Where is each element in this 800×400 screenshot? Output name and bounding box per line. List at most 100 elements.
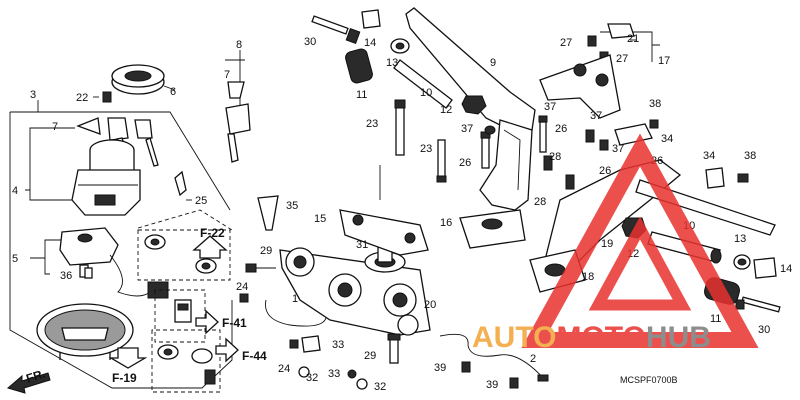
ignition-group <box>6 50 251 394</box>
watermark: AUTOMOTOHUB <box>472 133 759 354</box>
fuel-cap <box>36 303 134 360</box>
callout-10a: 10 <box>420 87 432 99</box>
callout-16: 16 <box>440 217 452 229</box>
clamp-16 <box>459 209 526 249</box>
watermark-hub: HUB <box>646 321 711 354</box>
ref-f44: F-44 <box>242 349 267 363</box>
callout-30a: 30 <box>304 36 316 48</box>
grommet-2 <box>195 258 217 274</box>
callout-23a: 23 <box>366 118 378 130</box>
callout-30b: 30 <box>758 324 770 336</box>
wire-clip-35 <box>257 195 279 231</box>
callout-35: 35 <box>286 200 298 212</box>
grommet-4 <box>157 344 179 360</box>
callout-26b: 26 <box>555 123 567 135</box>
callout-31: 31 <box>356 239 368 251</box>
ignition-cover-ring <box>111 64 165 95</box>
callout-9: 9 <box>490 57 496 69</box>
callout-11b: 11 <box>710 313 721 325</box>
bolt-26-right <box>538 115 548 153</box>
callout-38b: 38 <box>744 150 756 162</box>
callout-37c: 37 <box>590 110 602 122</box>
callout-26c: 26 <box>599 165 611 177</box>
bolt-23-short <box>436 139 447 183</box>
callout-5: 5 <box>12 253 18 265</box>
callout-6: 6 <box>170 86 176 98</box>
bolt-25-left <box>174 170 192 201</box>
callout-27a: 27 <box>560 37 572 49</box>
callout-39a: 39 <box>434 362 446 374</box>
watermark-moto: MOTO <box>556 321 645 354</box>
steering-center-group <box>239 7 549 390</box>
callout-25a: 25 <box>195 195 207 207</box>
callout-28b: 28 <box>534 196 546 208</box>
callout-38a: 38 <box>649 98 661 110</box>
clip-14 <box>361 9 381 29</box>
bolt-26-center <box>480 131 491 169</box>
ref-arrow-f41 <box>195 309 219 335</box>
callout-15: 15 <box>314 213 326 225</box>
callout-24b: 24 <box>278 363 290 375</box>
handlebar-right <box>539 54 621 119</box>
callout-14a: 14 <box>364 37 376 49</box>
callout-37b: 37 <box>544 101 556 113</box>
switch-34-right <box>705 167 725 189</box>
ignition-switch-body <box>71 139 141 216</box>
screw-22 <box>93 91 112 103</box>
callout-34a: 34 <box>661 133 673 145</box>
callout-23b: 23 <box>420 143 432 155</box>
handlebar-tube-left <box>393 59 453 109</box>
bolt-29 <box>245 263 276 273</box>
callout-33a: 33 <box>332 339 344 351</box>
callout-32b: 32 <box>374 381 386 393</box>
spare-key <box>225 81 251 163</box>
ref-arrow-f22 <box>192 235 228 259</box>
top-bridge <box>339 209 429 256</box>
grommet-3 <box>174 299 192 323</box>
nut-12-top <box>461 95 487 115</box>
callout-36: 36 <box>60 270 72 282</box>
ref-f41: F-41 <box>222 316 247 330</box>
callout-22: 22 <box>76 92 88 104</box>
callout-labels: 3 4 5 36 22 6 7 7 8 25 35 29 24 1 24 32 … <box>12 33 792 393</box>
callout-2: 2 <box>530 353 536 365</box>
callout-4: 4 <box>12 185 18 197</box>
callout-7a: 7 <box>52 121 58 133</box>
bolt-23-long <box>394 99 406 156</box>
ref-arrow-f44 <box>215 337 239 363</box>
callout-28a: 28 <box>549 151 561 163</box>
callout-27b: 27 <box>616 53 628 65</box>
callout-18: 18 <box>582 271 594 283</box>
callout-32a: 32 <box>306 372 318 384</box>
callout-34b: 34 <box>703 150 715 162</box>
ref-labels: F-19 F-22 F-41 F-44 FR. MCSPF0700B <box>24 226 677 386</box>
bolt-30-top <box>311 15 361 44</box>
handlebar-left <box>405 7 536 211</box>
clamp-34 <box>614 123 653 146</box>
callout-1: 1 <box>292 293 298 305</box>
callout-13b: 13 <box>734 233 746 245</box>
bottom-bridge <box>279 247 431 336</box>
wire-lower <box>439 333 546 381</box>
fr-label: FR. <box>24 366 47 385</box>
front-direction-arrow <box>6 372 51 394</box>
callout-14b: 14 <box>780 263 792 275</box>
callout-29a: 29 <box>260 245 272 257</box>
callout-8: 8 <box>236 39 242 51</box>
callout-17: 17 <box>658 55 670 67</box>
reference-boxes <box>137 209 239 393</box>
grip-11-left <box>345 48 373 84</box>
grommet-5 <box>191 348 216 385</box>
ring-13-top <box>390 38 410 54</box>
callout-20: 20 <box>424 299 436 311</box>
ring-13-right <box>733 254 751 270</box>
callout-33b: 33 <box>328 368 340 380</box>
callout-13a: 13 <box>386 57 398 69</box>
callout-21: 21 <box>627 33 639 45</box>
callout-11a: 11 <box>356 89 367 101</box>
callout-7b: 7 <box>224 69 230 81</box>
clamp-21 <box>607 23 635 39</box>
callout-12a: 12 <box>440 104 452 116</box>
callout-3: 3 <box>30 89 36 101</box>
